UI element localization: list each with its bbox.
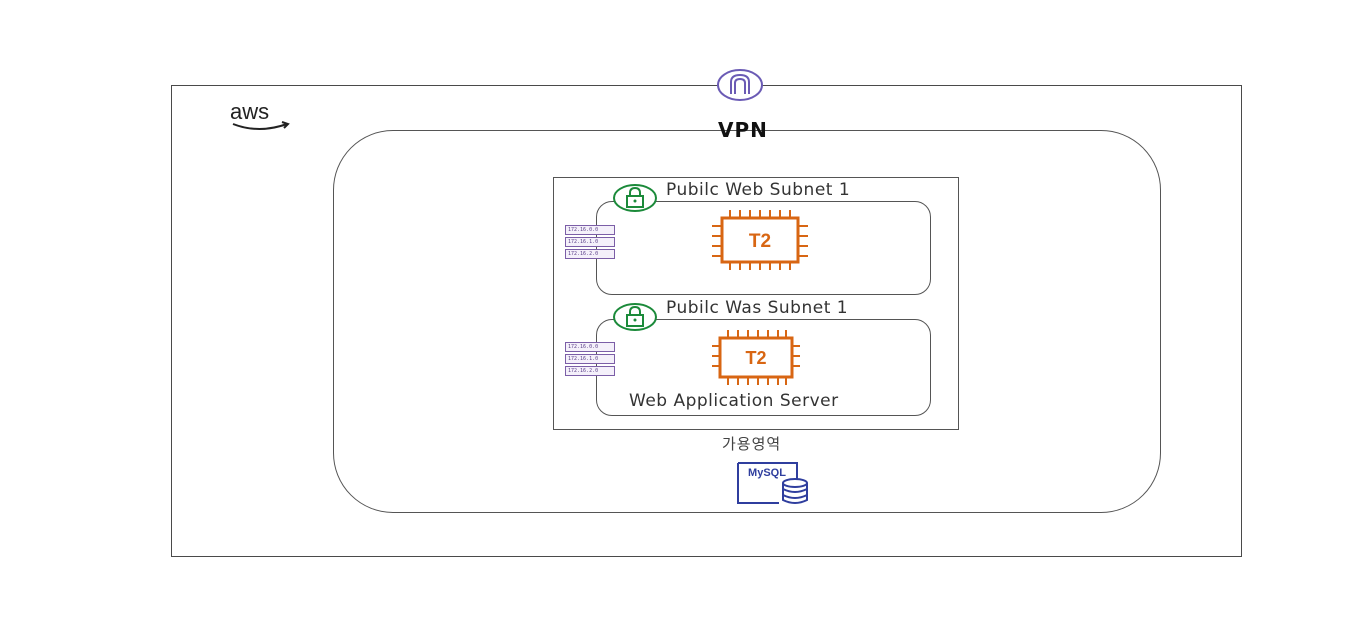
vpc-label: VPN (718, 118, 768, 142)
route-entry: 172.16.0.0 (565, 342, 615, 352)
route-table-icon: 172.16.0.0 172.16.1.0 172.16.2.0 (565, 342, 615, 378)
ec2-chip-icon: T2 (710, 210, 810, 270)
web-subnet-box (596, 201, 931, 295)
ec2-instance-label: T2 (749, 231, 771, 252)
aws-logo-text: aws (230, 100, 269, 124)
ec2-instance-label: T2 (745, 348, 766, 368)
aws-logo: aws (229, 99, 293, 132)
route-entry: 172.16.2.0 (565, 366, 615, 376)
web-application-server-label: Web Application Server (629, 391, 839, 411)
route-table-icon: 172.16.0.0 172.16.1.0 172.16.2.0 (565, 225, 615, 261)
route-entry: 172.16.1.0 (565, 237, 615, 247)
mysql-db-icon: MySQL (735, 460, 811, 506)
lock-icon (612, 302, 658, 332)
route-entry: 172.16.0.0 (565, 225, 615, 235)
ec2-chip-icon: T2 (710, 330, 802, 385)
was-subnet-label: Pubilc Was Subnet 1 (666, 298, 849, 318)
vpn-gateway-icon (716, 68, 764, 102)
route-entry: 172.16.2.0 (565, 249, 615, 259)
lock-icon (612, 183, 658, 213)
availability-zone-box (553, 177, 959, 430)
mysql-label: MySQL (748, 467, 786, 479)
vpc-boundary (333, 130, 1161, 513)
web-subnet-label: Pubilc Web Subnet 1 (666, 180, 851, 200)
aws-cloud-frame (171, 85, 1242, 557)
route-entry: 172.16.1.0 (565, 354, 615, 364)
availability-zone-label: 가용영역 (722, 435, 782, 453)
